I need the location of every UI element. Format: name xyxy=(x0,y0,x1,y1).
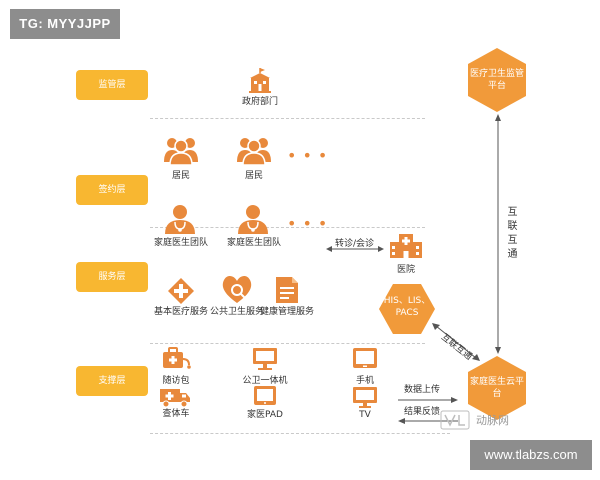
followup-kit-icon xyxy=(163,347,191,369)
mobile-phone-icon xyxy=(353,348,377,368)
government-building-icon xyxy=(249,68,271,93)
watermark-tag-top-left: TG: MYYJJPP xyxy=(10,9,120,39)
exam-vehicle-icon xyxy=(160,389,190,408)
residents-group-icon xyxy=(164,138,198,166)
tv-icon xyxy=(353,387,377,408)
doctor-team-label: 家庭医生团队 xyxy=(153,238,208,248)
data-upload-arrow xyxy=(398,397,458,403)
layer-divider xyxy=(150,227,425,228)
residents-group-icon xyxy=(237,138,271,166)
health-document-icon xyxy=(276,277,298,303)
resident-label: 居民 xyxy=(244,171,263,181)
family-doctor-cloud-platform-label: 家庭医生云平台 xyxy=(469,377,524,399)
layer-label-support: 支撑层 xyxy=(76,366,148,396)
government-label: 政府部门 xyxy=(241,97,278,107)
layer-divider xyxy=(150,118,425,119)
layer-label-supervision: 监管层 xyxy=(76,70,148,100)
doctor-team-icon xyxy=(165,205,195,234)
device-label: 手机 xyxy=(355,376,374,386)
result-feedback-arrow xyxy=(398,418,458,424)
layer-label-signing: 签约层 xyxy=(76,175,148,205)
supervision-platform-hexagon xyxy=(468,48,526,112)
doctor-team-label: 家庭医生团队 xyxy=(226,238,281,248)
supervision-platform-label: 医疗卫生监管平台 xyxy=(469,69,524,91)
vcbeat-logo-icon xyxy=(440,410,470,430)
ellipsis-dots: ••• xyxy=(287,214,334,233)
hospital-label: 医院 xyxy=(396,265,415,275)
doctor-team-icon xyxy=(238,205,268,234)
device-label: 公卫一体机 xyxy=(242,376,288,386)
device-label: TV xyxy=(359,410,371,420)
interconnect-vertical-arrow xyxy=(495,114,501,354)
device-label: 随访包 xyxy=(162,376,190,386)
device-label: 查体车 xyxy=(162,409,190,419)
all-in-one-computer-icon xyxy=(253,348,277,370)
referral-double-arrow xyxy=(326,246,384,252)
ellipsis-dots: ••• xyxy=(287,146,334,165)
medical-cross-icon xyxy=(168,278,194,304)
service-label: 公共卫生服务 xyxy=(209,307,264,317)
layer-label-service: 服务层 xyxy=(76,262,148,292)
his-lis-pacs-label: HIS、LIS、PACS xyxy=(383,296,431,318)
referral-label: 转诊/会诊 xyxy=(335,239,375,249)
device-label: 家医PAD xyxy=(247,410,283,420)
watermark-tag-bottom-right: www.tlabzs.com xyxy=(470,440,592,470)
family-doctor-cloud-platform-hexagon xyxy=(468,356,526,420)
hospital-cloud-diagonal-arrow xyxy=(432,323,480,361)
service-label: 基本医疗服务 xyxy=(153,307,208,317)
logo-watermark-text: 动脉网 xyxy=(476,414,509,427)
public-health-heart-icon xyxy=(222,275,252,303)
service-label: 健康管理服务 xyxy=(259,307,314,317)
hospital-icon xyxy=(390,234,422,258)
interconnect-label: 互联互通 xyxy=(505,206,516,262)
layer-divider xyxy=(150,343,425,344)
resident-label: 居民 xyxy=(171,171,190,181)
tablet-pad-icon xyxy=(254,386,276,405)
result-feedback-label: 结果反馈 xyxy=(404,407,441,417)
his-lis-pacs-hexagon xyxy=(379,284,435,334)
data-upload-label: 数据上传 xyxy=(404,385,441,395)
layer-divider xyxy=(150,433,450,434)
